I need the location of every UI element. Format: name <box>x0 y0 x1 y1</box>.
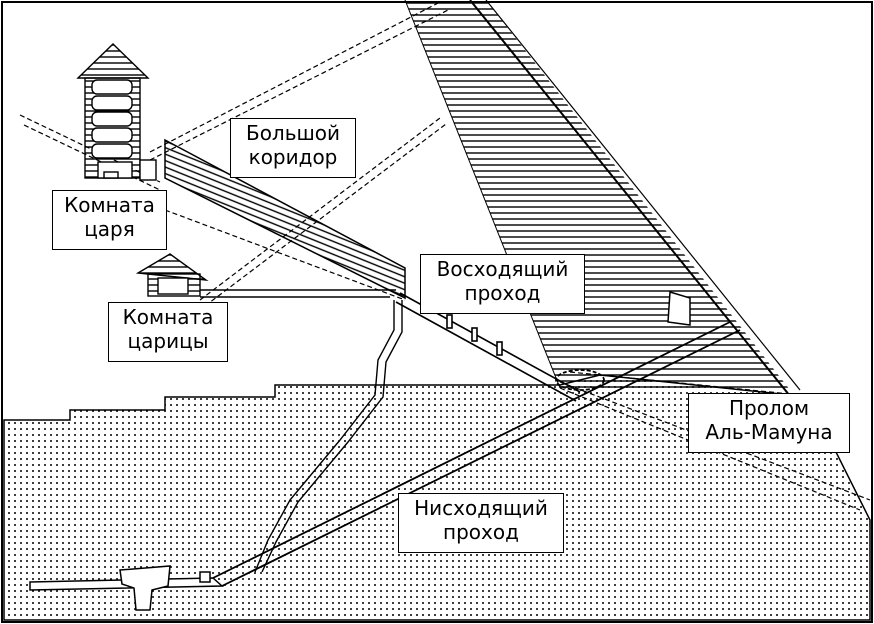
label-al-mamun-breach-line2: Аль-Мамуна <box>705 420 833 444</box>
queens-passage <box>200 289 396 298</box>
label-queens-chamber: Комната царицы <box>108 302 228 362</box>
grand-gallery <box>164 138 406 300</box>
label-kings-chamber-line1: Комната <box>64 193 155 217</box>
well-shaft <box>254 300 403 573</box>
masonry-hatching <box>405 0 790 390</box>
label-grand-gallery-line1: Большой <box>245 121 341 145</box>
label-queens-chamber-line1: Комната <box>122 305 214 329</box>
label-grand-gallery-line2: коридор <box>248 145 338 169</box>
label-grand-gallery: Большой коридор <box>230 118 356 178</box>
masonry-edge <box>404 0 561 389</box>
label-kings-chamber-line2: царя <box>84 217 135 241</box>
label-ascending-passage: Восходящий проход <box>420 254 585 314</box>
label-al-mamun-breach: Пролом Аль-Мамуна <box>688 393 850 453</box>
label-ascending-passage-line1: Восходящий <box>436 257 569 281</box>
ascending-passage <box>395 292 581 402</box>
label-ascending-passage-line2: проход <box>464 281 541 305</box>
label-descending-passage-line1: Нисходящий <box>414 496 548 520</box>
subterranean-chamber <box>29 565 224 611</box>
label-queens-chamber-line2: царицы <box>127 329 209 353</box>
descending-passage <box>212 321 741 587</box>
label-kings-chamber: Комната царя <box>52 190 167 250</box>
label-al-mamun-breach-line1: Пролом <box>728 396 810 420</box>
breach-opening <box>667 291 691 326</box>
label-descending-passage-line2: проход <box>443 520 519 544</box>
pyramid-casing <box>469 0 791 397</box>
label-descending-passage: Нисходящий проход <box>398 493 564 553</box>
queens-chamber-drawing <box>135 253 209 297</box>
pyramid-casing-inner <box>485 0 801 391</box>
kings-chamber-drawing <box>76 43 157 181</box>
